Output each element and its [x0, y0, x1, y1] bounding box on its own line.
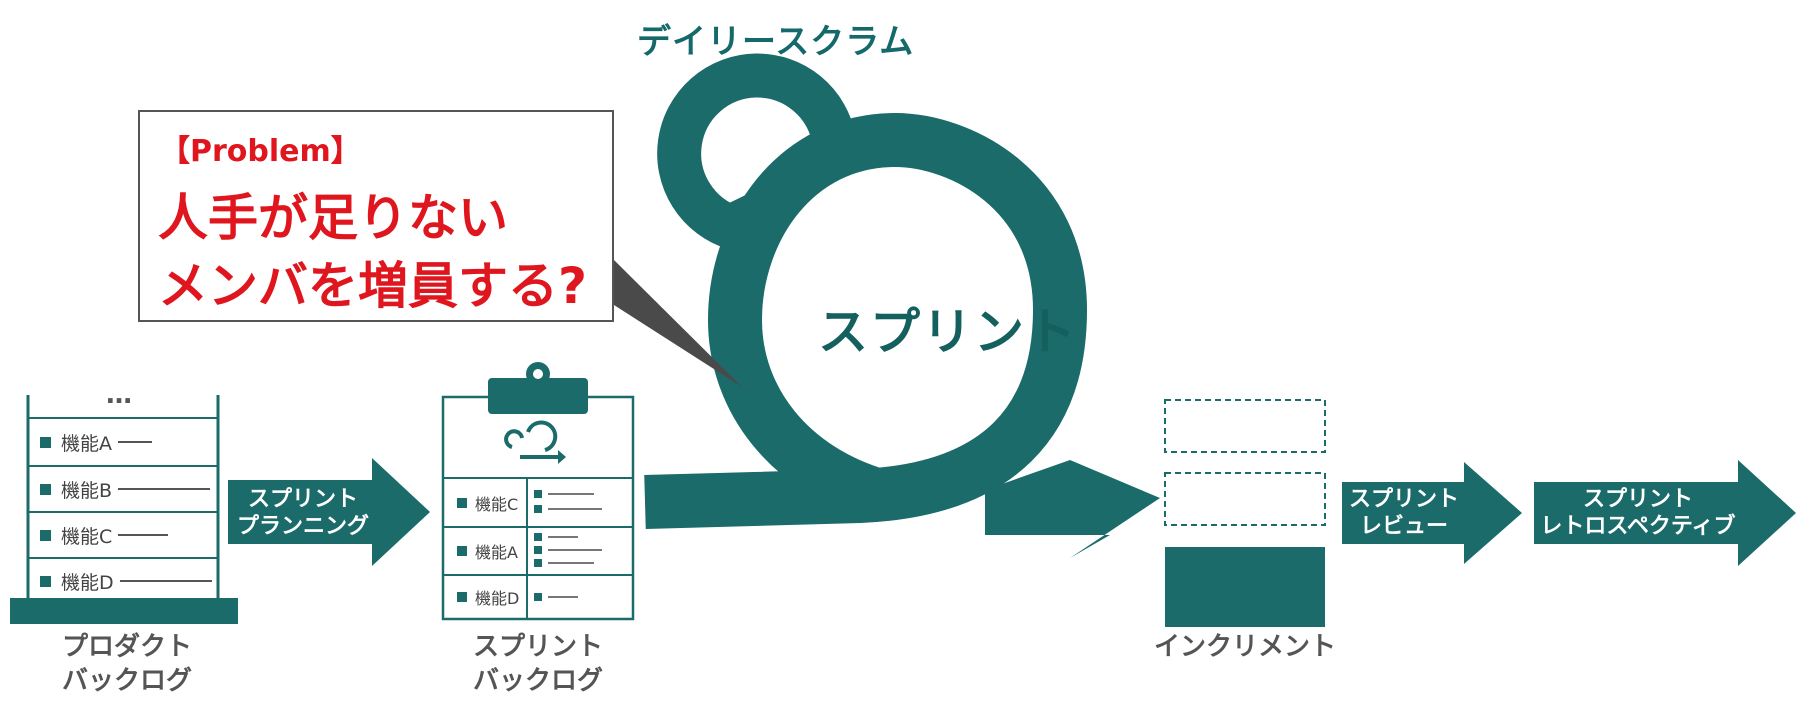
daily-scrum-label: デイリースクラム: [637, 22, 915, 62]
sprint-label: スプリント: [818, 303, 1078, 361]
sb-tasks-c: [534, 490, 602, 513]
sb-tasks-a: [534, 533, 602, 567]
sb-item: 機能C: [447, 478, 630, 527]
pb-item: 機能B: [32, 468, 216, 510]
callout-line1: 人手が足りない: [158, 189, 508, 247]
sprint-review-label: スプリント レビュー: [1348, 487, 1459, 539]
sprint-review-arrow: [1342, 462, 1522, 564]
pb-ellipsis: …: [106, 380, 132, 410]
sb-clip: [488, 378, 588, 414]
problem-callout: 【Problem】 人手が足りない メンバを増員する?: [138, 110, 614, 322]
sb-tasks-d: [534, 593, 578, 601]
callout-tag: 【Problem】: [160, 134, 361, 169]
sprint-loop-arrowhead: [985, 460, 1160, 558]
pb-item: 機能D: [32, 560, 216, 602]
pb-item: 機能C: [32, 514, 216, 556]
increment-solid-box: [1165, 547, 1325, 627]
product-backlog-label: プロダクト バックログ: [61, 632, 192, 696]
daily-scrum-arrow: [657, 53, 856, 249]
sprint-retrospective-arrow: [1534, 460, 1796, 566]
callout-pointer: [614, 260, 742, 387]
pb-item: 機能A: [32, 421, 216, 463]
sprint-backlog-label: スプリント バックログ: [472, 632, 603, 696]
sb-scrum-icon: [504, 420, 560, 459]
increment-label: インクリメント: [1153, 632, 1336, 662]
sprint-planning-arrow: [228, 458, 430, 566]
increment-dashed-box-2: [1164, 472, 1326, 526]
sb-item: 機能D: [447, 575, 630, 619]
sprint-loop: [644, 113, 1087, 529]
callout-line2: メンバを増員する?: [158, 257, 588, 315]
sb-item: 機能A: [447, 527, 630, 575]
sprint-planning-label: スプリント プランニング: [236, 487, 369, 539]
pb-base: [10, 598, 238, 624]
increment-dashed-box-1: [1164, 399, 1326, 453]
sprint-retrospective-label: スプリント レトロスペクティブ: [1540, 487, 1736, 539]
